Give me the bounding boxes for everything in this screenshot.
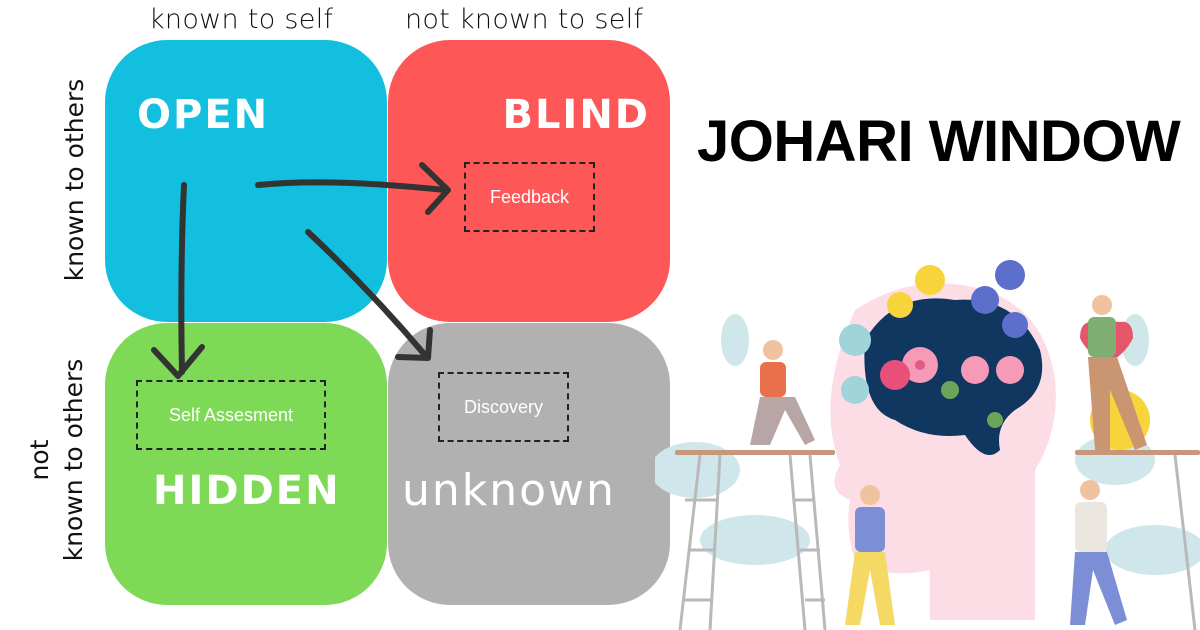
axis-not-known-to-self: not known to self: [405, 4, 644, 35]
quadrant-hidden: Self Assesment HIDDEN: [105, 323, 387, 605]
feedback-box: Feedback: [464, 162, 595, 232]
axis-known-to-others-text: known to others: [60, 78, 89, 282]
self-assessment-box: Self Assesment: [136, 380, 326, 450]
discovery-box: Discovery: [438, 372, 569, 442]
quadrant-unknown-label: UNKNOWN: [402, 465, 616, 516]
quadrant-open-label: OPEN: [137, 92, 270, 138]
axis-known-to-others-text-2: known to others: [59, 358, 88, 562]
axis-known-to-others: known to others: [60, 60, 90, 300]
axis-not-known-to-others: not known to others: [25, 335, 89, 585]
quadrant-unknown: Discovery UNKNOWN: [388, 323, 670, 605]
quadrant-open: OPEN: [105, 40, 387, 322]
quadrant-blind: BLIND Feedback: [388, 40, 670, 322]
quadrant-blind-label: BLIND: [502, 92, 650, 138]
quadrant-hidden-label: HIDDEN: [153, 468, 341, 514]
page-title: JOHARI WINDOW: [697, 109, 1181, 174]
head-illustration-icon: [655, 260, 1200, 630]
axis-not-text: not: [25, 439, 54, 481]
axis-known-to-self: known to self: [149, 4, 334, 35]
